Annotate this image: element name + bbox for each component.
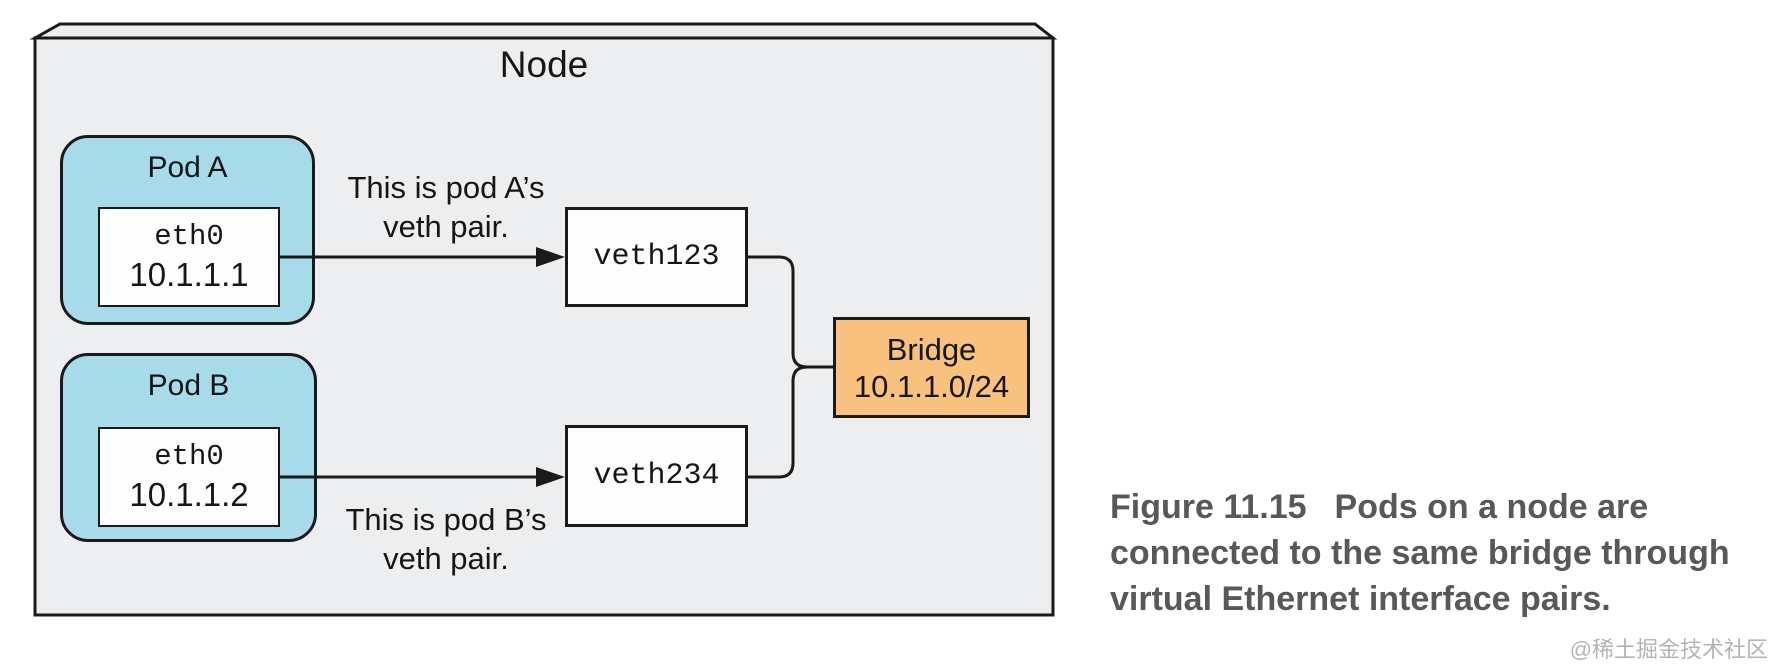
bridge-subnet: 10.1.1.0/24	[853, 368, 1010, 404]
veth123-bridge-connector	[748, 255, 833, 369]
pod-a-ip-address: 10.1.1.1	[129, 256, 249, 293]
pod-a-interface-name: eth0	[154, 220, 224, 253]
pod-b-arrowhead-icon	[536, 467, 565, 487]
pod-b-annotation-line1: This is pod B’s	[345, 502, 547, 537]
pod-a-veth-annotation: This is pod A’s veth pair.	[330, 168, 562, 246]
pod-b-interface-name: eth0	[154, 440, 224, 473]
pod-a-label: Pod A	[147, 151, 228, 184]
pod-b-ip-address: 10.1.1.2	[129, 476, 249, 513]
veth123-label: veth123	[593, 240, 720, 274]
figure-caption-line3: virtual Ethernet interface pairs.	[1110, 580, 1611, 618]
figure-caption-number: Figure 11.15	[1110, 488, 1307, 526]
pod-b-eth0-box: eth0 10.1.1.2	[98, 427, 280, 527]
pod-b-veth-annotation: This is pod B’s veth pair.	[330, 500, 562, 578]
pod-b-label: Pod B	[147, 369, 230, 402]
pod-a-eth0-box: eth0 10.1.1.1	[98, 207, 280, 307]
veth234-box: veth234	[565, 425, 748, 527]
veth123-box: veth123	[565, 207, 748, 307]
pod-a-arrowhead-icon	[536, 247, 565, 267]
bridge-box: Bridge 10.1.1.0/24	[833, 317, 1030, 418]
bridge-label: Bridge	[886, 331, 977, 367]
pod-a-annotation-line2: veth pair.	[383, 209, 509, 244]
pod-b-annotation-line2: veth pair.	[383, 541, 509, 576]
figure-caption: Figure 11.15 Pods on a node are connected…	[1110, 484, 1772, 622]
veth234-label: veth234	[593, 459, 720, 493]
node-box-top-face	[29, 22, 1058, 40]
figure-caption-line2: connected to the same bridge through	[1110, 534, 1730, 572]
watermark: @稀土掘金技术社区	[1569, 637, 1768, 662]
veth234-bridge-connector	[748, 365, 808, 479]
node-label: Node	[499, 44, 589, 85]
figure-caption-line1: Pods on a node are	[1334, 488, 1649, 526]
pod-a-annotation-line1: This is pod A’s	[347, 170, 545, 205]
